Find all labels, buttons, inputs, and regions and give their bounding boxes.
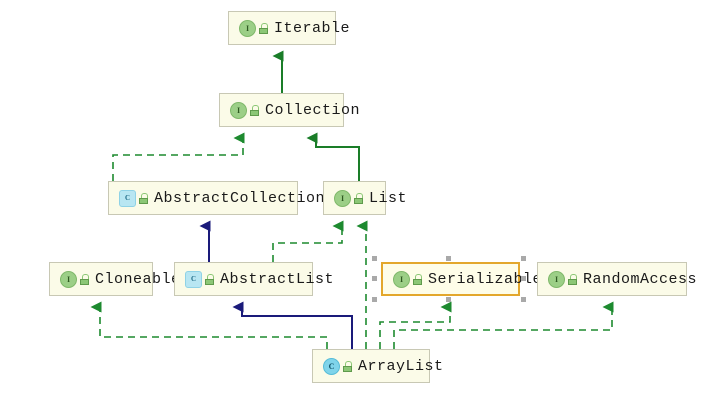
lock-icon	[250, 104, 259, 116]
lock-icon	[413, 273, 422, 285]
edge-arraylist-serializable	[379, 301, 452, 349]
edge-arraylist-abstractlist	[232, 301, 353, 349]
node-arraylist[interactable]: C ArrayList	[312, 349, 443, 383]
node-cloneable[interactable]: I Cloneable	[49, 262, 180, 296]
node-label: Collection	[265, 101, 361, 119]
node-label: Iterable	[274, 19, 351, 37]
node-label: AbstractCollection	[154, 189, 326, 207]
edge-list-collection	[306, 132, 360, 181]
node-abstractlist[interactable]: C AbstractList	[174, 262, 334, 296]
interface-icon: I	[60, 270, 77, 288]
selection-handle-1[interactable]	[446, 256, 451, 261]
lock-icon	[568, 273, 577, 285]
lock-icon	[354, 192, 363, 204]
edge-abstractlist-list	[272, 220, 344, 262]
selection-handle-2[interactable]	[521, 256, 526, 261]
interface-icon: I	[230, 101, 247, 119]
node-label: List	[369, 189, 408, 207]
selection-handle-6[interactable]	[446, 297, 451, 302]
selection-handle-3[interactable]	[372, 276, 377, 281]
interface-icon: I	[548, 270, 565, 288]
node-label: ArrayList	[358, 357, 444, 375]
node-label: Serializable	[428, 270, 543, 288]
node-serializable[interactable]: I Serializable	[381, 262, 542, 296]
lock-icon	[205, 273, 214, 285]
abstract-class-icon: C	[185, 270, 202, 288]
node-label: Cloneable	[95, 270, 181, 288]
node-label: AbstractList	[220, 270, 335, 288]
lock-icon	[259, 22, 268, 34]
node-list[interactable]: I List	[323, 181, 407, 215]
interface-icon: I	[393, 270, 410, 288]
selection-handle-4[interactable]	[521, 276, 526, 281]
node-abstractcollection[interactable]: C AbstractCollection	[108, 181, 325, 215]
edge-arraylist-randomaccess	[393, 301, 614, 349]
edge-abstractcollection-collection	[112, 132, 245, 181]
selection-handle-7[interactable]	[521, 297, 526, 302]
class-icon: C	[323, 357, 340, 375]
node-label: RandomAccess	[583, 270, 698, 288]
selection-handle-5[interactable]	[372, 297, 377, 302]
node-collection[interactable]: I Collection	[219, 93, 360, 127]
lock-icon	[80, 273, 89, 285]
lock-icon	[139, 192, 148, 204]
edge-arraylist-cloneable	[90, 301, 328, 349]
abstract-class-icon: C	[119, 189, 136, 207]
interface-icon: I	[334, 189, 351, 207]
node-randomaccess[interactable]: I RandomAccess	[537, 262, 697, 296]
node-iterable[interactable]: I Iterable	[228, 11, 350, 45]
interface-icon: I	[239, 19, 256, 37]
selection-handle-0[interactable]	[372, 256, 377, 261]
lock-icon	[343, 360, 352, 372]
